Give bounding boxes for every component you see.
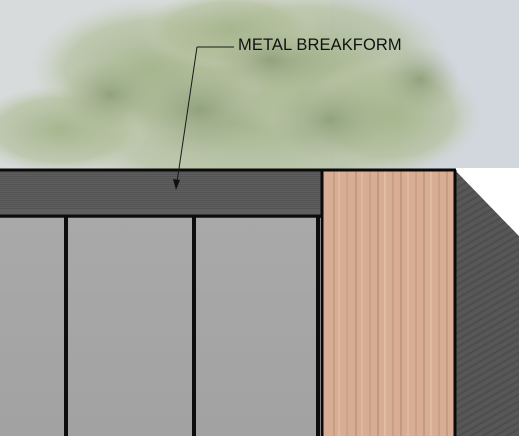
glazing-panels — [0, 218, 316, 436]
side-wall — [455, 170, 519, 436]
building-outline — [0, 168, 457, 436]
callout-label: METAL BREAKFORM — [238, 36, 402, 54]
glazing-panel — [196, 218, 316, 436]
frame-band — [0, 210, 322, 218]
tree-foliage — [0, 0, 480, 210]
mullions — [64, 216, 320, 436]
glazing-panel — [68, 218, 192, 436]
arrowhead-icon — [173, 179, 180, 190]
glazing-panel — [0, 218, 64, 436]
callout-leader — [173, 46, 234, 190]
metal-breakform-fascia — [0, 170, 322, 212]
timber-boards — [333, 170, 448, 436]
timber-cladding — [322, 170, 455, 436]
